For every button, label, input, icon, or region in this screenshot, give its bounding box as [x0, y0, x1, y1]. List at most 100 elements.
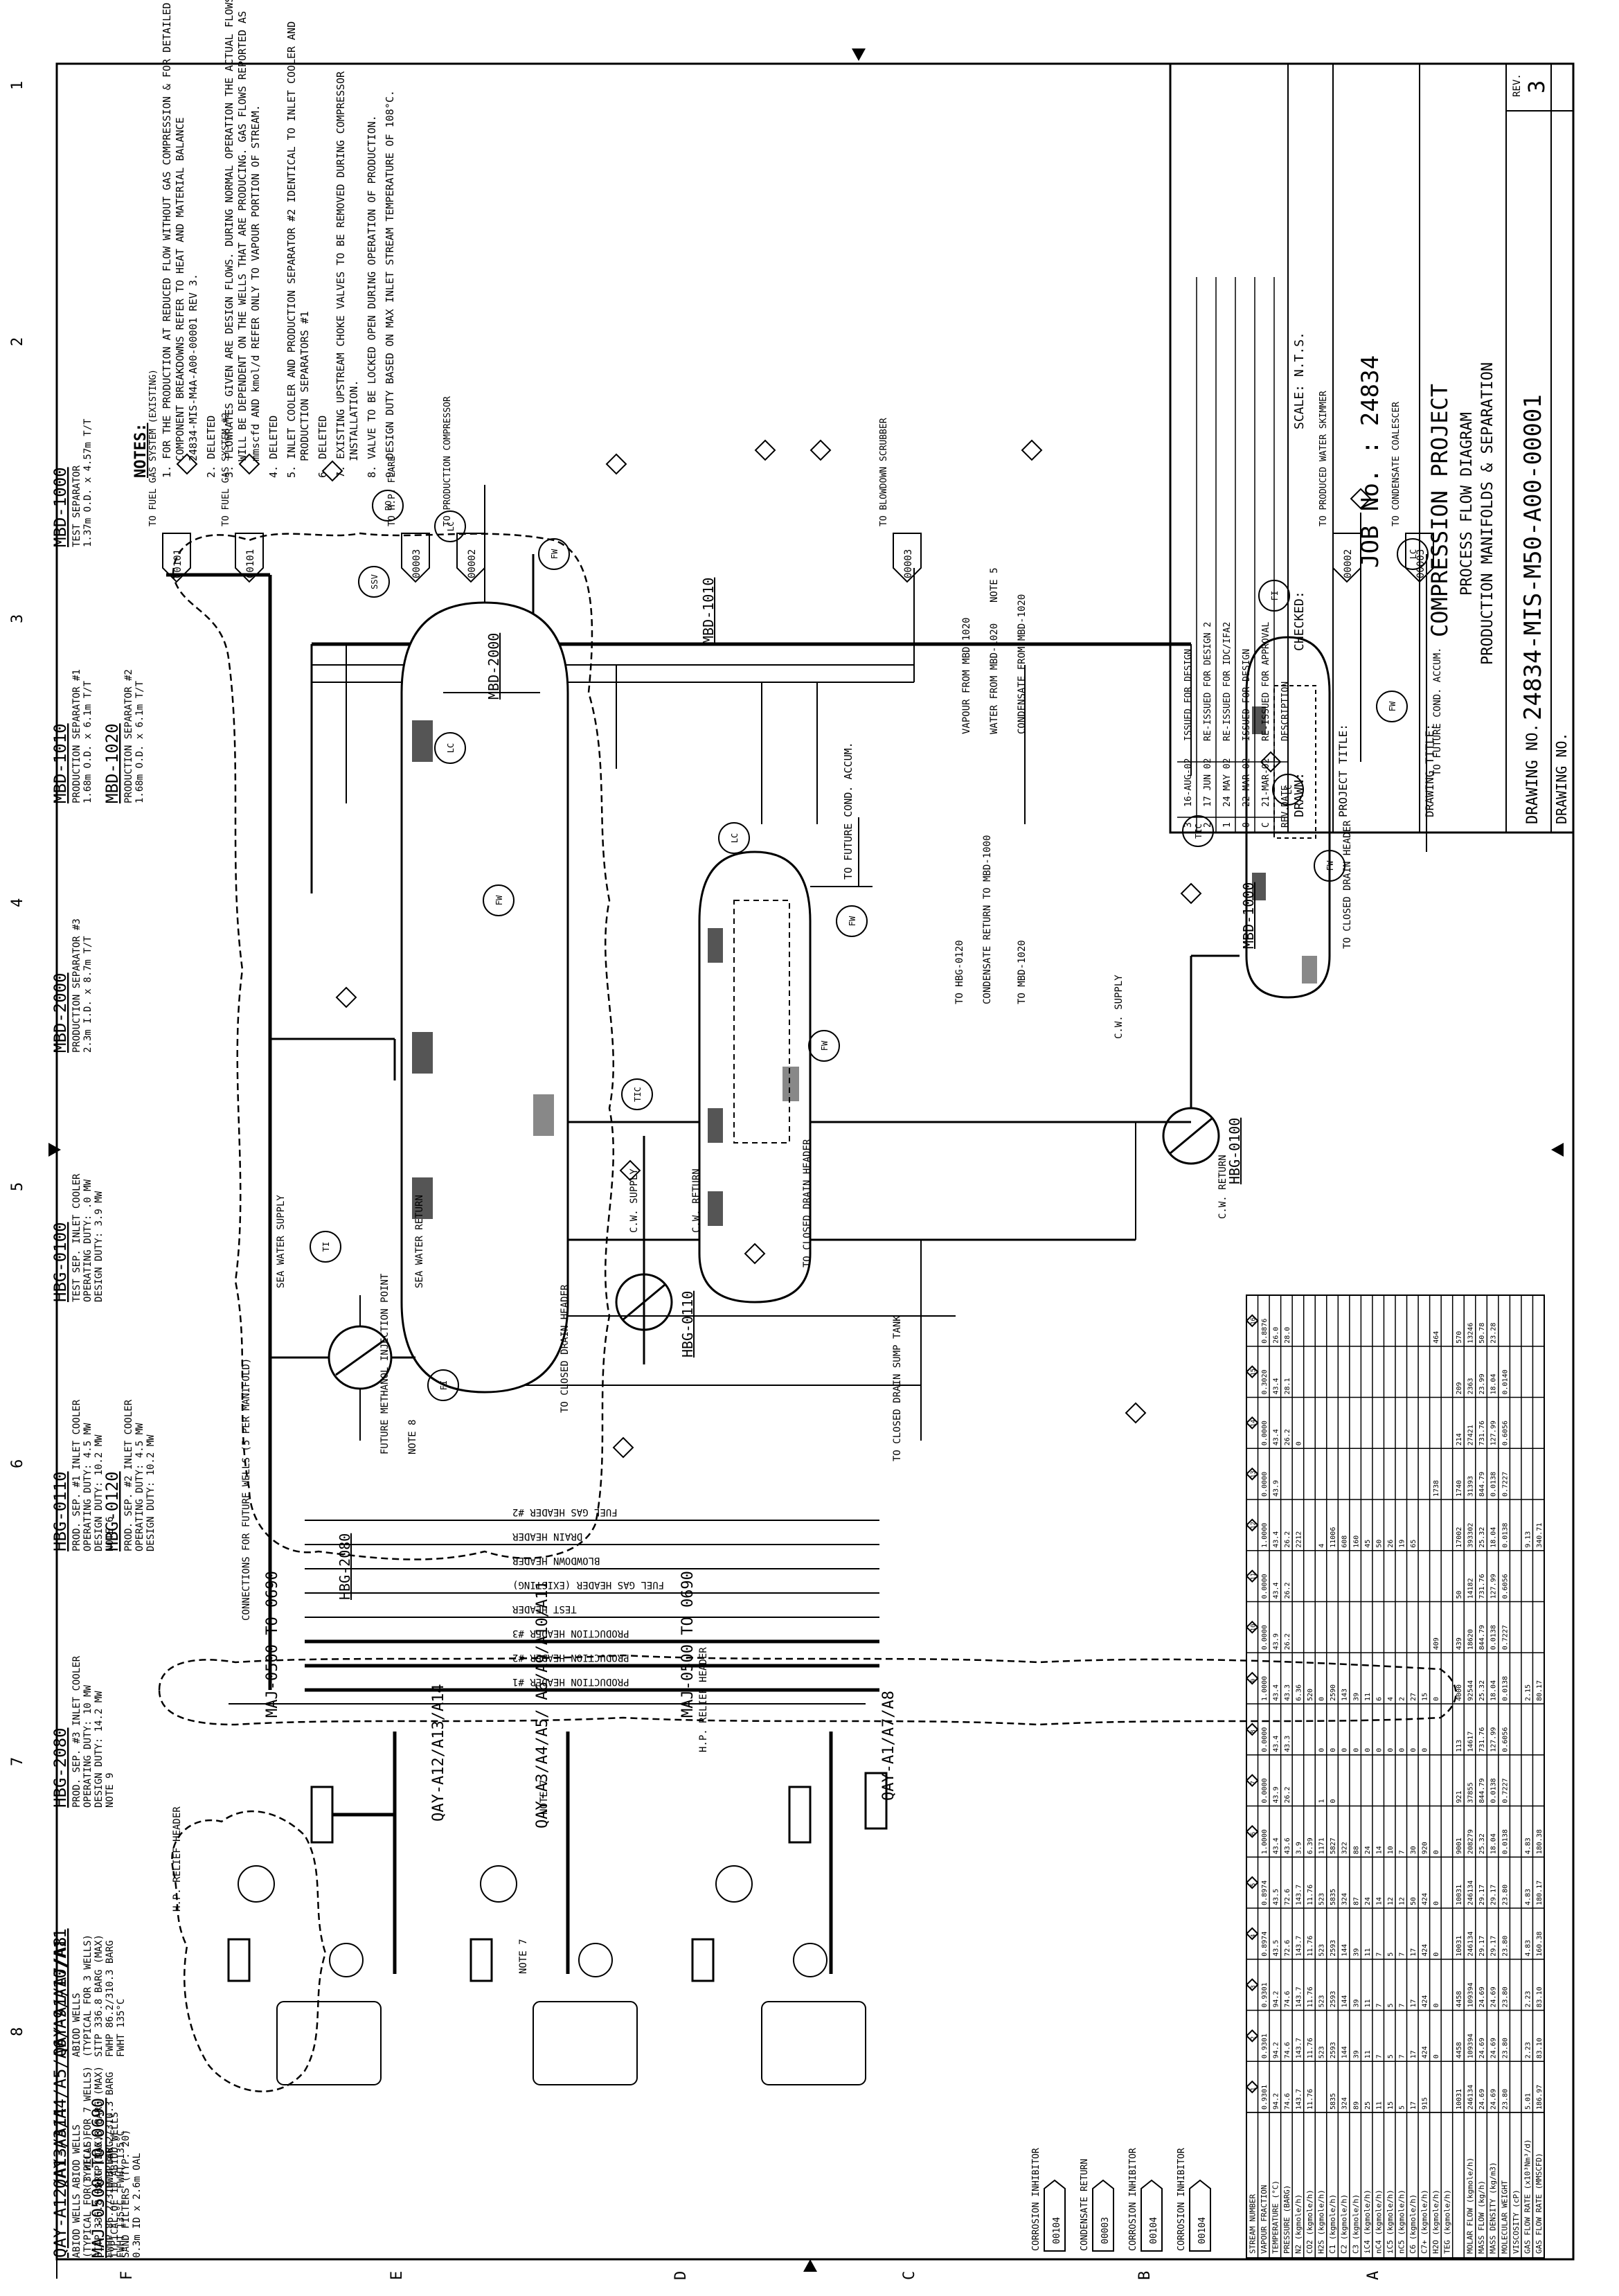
- stream-cell: 11: [1364, 1693, 1372, 1701]
- stream-cell: 19: [1398, 1540, 1406, 1548]
- stream-cell: 246134: [1467, 1880, 1475, 1905]
- stream-cell: 25.32: [1478, 1527, 1486, 1548]
- ssv-1: [238, 1865, 275, 1903]
- stream-cell: 0.7227: [1501, 1472, 1509, 1497]
- equipment-line: OPERATING DUTY: 10 MW: [82, 1684, 93, 1808]
- stream-cell: 209: [1456, 1382, 1463, 1394]
- stream-marker: [754, 439, 776, 461]
- stream-cell: 5835: [1330, 2093, 1337, 2110]
- stream-cell: 424: [1421, 1944, 1429, 1957]
- stream-cell: 92544: [1467, 1680, 1475, 1701]
- stream-cell: 7: [1398, 2054, 1406, 2058]
- stream-cell: 0.0138: [1490, 1472, 1498, 1497]
- centering-mark-left: [48, 1143, 61, 1157]
- stream-cell: 0.0000: [1261, 1625, 1269, 1650]
- stream-diamond: [1245, 1723, 1259, 1736]
- stream-cell: 24.69: [1490, 2089, 1498, 2110]
- rev-date: 21-MAR-02: [1261, 758, 1271, 807]
- stream-cell: 208279: [1467, 1829, 1475, 1854]
- chem-label: CORROSION INHIBITOR: [1128, 2148, 1138, 2251]
- stream-cell: 0: [1341, 1748, 1349, 1752]
- stream-marker: [321, 460, 343, 482]
- instrument-fw-icon: FW: [483, 884, 515, 916]
- stream-cell: 17002: [1456, 1527, 1463, 1548]
- stream-cell: 11.76: [1307, 2089, 1314, 2110]
- vessel-mbd1010: MBD-1010: [698, 578, 812, 1303]
- instrument-fw-icon: FW: [836, 905, 868, 937]
- label-note8: NOTE 8: [407, 1419, 418, 1454]
- stream-cell: 0: [1433, 1952, 1440, 1957]
- exchanger-hbg0110: HBG-0110: [615, 1233, 696, 1358]
- stream-cell: 523: [1318, 1995, 1326, 2007]
- stream-cell: 2593: [1330, 1940, 1337, 1957]
- stream-cell: 731.76: [1478, 1727, 1486, 1752]
- equipment-line: OPERATING DUTY: 4.5 MW: [82, 1423, 93, 1551]
- stream-cell: 7: [1398, 2003, 1406, 2007]
- stream-diamond: [1245, 1978, 1259, 1992]
- wellhead-3: [761, 2001, 866, 2085]
- stream-cell: 72.6: [1284, 1940, 1291, 1957]
- stream-cell: 28.0: [1284, 1327, 1291, 1344]
- instrument-fi-icon: FI: [427, 1369, 459, 1401]
- stream-param-label: MASS DENSITY (kg/m3): [1489, 2162, 1498, 2254]
- exchanger-hbg2080: HBG-2080: [270, 1295, 415, 1600]
- stream-cell: 0: [1364, 1748, 1372, 1752]
- stream-cell: 0.0000: [1261, 1574, 1269, 1599]
- stream-cell: 340.71: [1536, 1523, 1544, 1548]
- stream-diamond: [1245, 1365, 1259, 1379]
- label-hp-relief-1: H.P. RELIEF HEADER: [172, 1806, 183, 1912]
- equipment-line: DESIGN DUTY: 14.2 MW: [93, 1691, 105, 1808]
- stream-cell: 26.2: [1284, 1429, 1291, 1445]
- stream-cell: 2593: [1330, 2042, 1337, 2058]
- note-9: 9. DESIGN DUTY BASED ON MAX INLET STREAM…: [384, 90, 396, 478]
- stream-diamond: [1245, 1467, 1259, 1481]
- stream-cell: 0.6056: [1501, 1727, 1509, 1752]
- mbd1000-internal-2: [1252, 873, 1266, 900]
- sand-filter-b3: [691, 1938, 715, 1982]
- stream-marker: [605, 453, 627, 475]
- stream-cell: 0: [1433, 2003, 1440, 2007]
- equipment-line: 1.68m O.D. x 6.1m T/T: [134, 680, 145, 803]
- stream-cell: 4.83: [1524, 1889, 1532, 1905]
- stream-cell: 570: [1456, 1331, 1463, 1344]
- stream-cell: 18.04: [1490, 1527, 1498, 1548]
- rev-date: 22-MAR-02: [1242, 758, 1252, 807]
- stream-cell: 0.7227: [1501, 1625, 1509, 1650]
- offpage-ref: 00003: [903, 549, 914, 578]
- stream-param-label: C1 (kgmole/h): [1328, 2194, 1337, 2254]
- rev-no: 0: [1242, 822, 1252, 828]
- stream-cell: 0.0000: [1261, 1421, 1269, 1445]
- stream-cell: 43.3: [1284, 1736, 1291, 1752]
- instrument-ro-icon: RO: [372, 490, 404, 522]
- zone-number-8: 8: [9, 2027, 26, 2036]
- tb-project-title: COMPRESSION PROJECT: [1426, 384, 1453, 637]
- stream-cell: 424: [1421, 1995, 1429, 2007]
- hbg2080-label: HBG-2080: [337, 1533, 353, 1600]
- stream-cell: 50: [1456, 1590, 1463, 1599]
- stream-cell: 4: [1387, 1697, 1395, 1701]
- equipment-tag: QAY-A1/A7/A8: [51, 1937, 70, 2057]
- stream-cell: 29.17: [1478, 1885, 1486, 1905]
- stream-marker: [1180, 882, 1202, 905]
- label-future-wells: CONNECTIONS FOR FUTURE WELLS (5 PER MANI…: [241, 1358, 252, 1621]
- stream-cell: 186.97: [1536, 2085, 1544, 2110]
- label-maj-b: MAJ-0500 TO 0690: [679, 1571, 697, 1718]
- label-future-cond2: TO FUTURE COND. ACCUM.: [1432, 648, 1443, 776]
- stream-cell: 74.6: [1284, 2042, 1291, 2058]
- stream-cell: 0.9301: [1261, 2034, 1269, 2058]
- stream-cell: 26: [1387, 1540, 1395, 1548]
- stream-number: 15: [1250, 1369, 1257, 1376]
- svg-text:FW: FW: [820, 1040, 830, 1051]
- vessel-mbd1000: MBD-1000: [1240, 636, 1331, 999]
- stream-cell: 915: [1421, 2097, 1429, 2110]
- stream-param-label: TEMPERATURE (°C): [1271, 2180, 1280, 2254]
- stream-diamond: [1245, 2029, 1259, 2043]
- stream-cell: 94.2: [1272, 2042, 1280, 2058]
